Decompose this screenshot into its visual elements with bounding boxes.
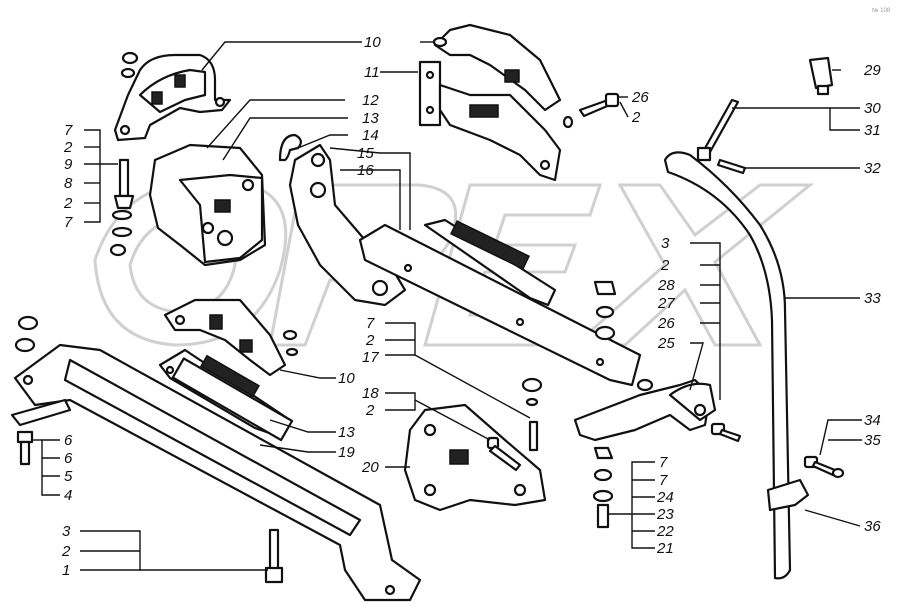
plate-part-20 — [403, 403, 547, 512]
callout-36: 36 — [864, 518, 881, 535]
callout-2e: 2 — [365, 332, 375, 349]
callout-2g: 2 — [61, 543, 71, 560]
nut-icon-2 — [432, 36, 448, 48]
callout-7c: 7 — [366, 315, 375, 332]
bolt-26-icon — [562, 92, 620, 129]
callout-15: 15 — [357, 145, 374, 162]
bolt-25-icon — [710, 422, 742, 443]
hook-part-14 — [278, 133, 302, 162]
bracket-part-11 — [418, 23, 562, 182]
callout-8: 8 — [64, 175, 73, 192]
callout-22: 22 — [656, 523, 674, 540]
bracket-part-10 — [113, 53, 232, 142]
callout-13b: 13 — [338, 424, 355, 441]
bolt-18-icon — [486, 420, 539, 472]
bolt-6-icon — [16, 430, 34, 466]
bolt-32-icon — [716, 158, 747, 175]
nut-icon — [121, 51, 139, 65]
callout-19: 19 — [338, 444, 355, 461]
lever-rod-33 — [663, 151, 810, 580]
callout-7d: 7 — [659, 454, 668, 471]
nut-icon-3 — [282, 329, 298, 341]
callout-2: 2 — [63, 139, 73, 156]
rail-part-19 — [10, 343, 422, 602]
callout-5: 5 — [64, 468, 73, 485]
nut-icon-4 — [17, 315, 39, 331]
callout-32: 32 — [864, 160, 881, 177]
callout-21: 21 — [656, 540, 674, 557]
bracket-part-10b — [163, 298, 287, 377]
callout-9: 9 — [64, 156, 73, 173]
callout-34: 34 — [864, 412, 881, 429]
washer-icon — [120, 67, 136, 79]
callout-2d: 2 — [660, 257, 670, 274]
callout-25: 25 — [657, 335, 675, 352]
washer-icon-2 — [285, 347, 299, 357]
bolt-1-icon — [264, 528, 284, 584]
callout-24: 24 — [656, 489, 674, 506]
bolt-34-icon — [803, 455, 845, 479]
callout-14: 14 — [362, 127, 379, 144]
callout-3: 3 — [661, 235, 670, 252]
callout-16: 16 — [357, 162, 374, 179]
callout-26b: 26 — [657, 315, 675, 332]
callout-17: 17 — [362, 349, 379, 366]
callout-7: 7 — [64, 122, 73, 139]
callout-7e: 7 — [659, 472, 668, 489]
callout-26: 26 — [631, 89, 649, 106]
callout-1: 1 — [62, 562, 70, 579]
callout-13: 13 — [362, 110, 379, 127]
lever-bracket-25 — [573, 378, 717, 442]
callout-18: 18 — [362, 385, 379, 402]
callout-29: 29 — [863, 62, 881, 79]
arm-part-15 — [288, 143, 407, 307]
pin-part-29 — [808, 56, 834, 96]
callout-31: 31 — [864, 122, 881, 139]
rail-part-16 — [358, 218, 642, 387]
callout-10b: 10 — [338, 370, 355, 387]
callout-11: 11 — [364, 64, 380, 81]
bolt-21-icon — [592, 446, 614, 529]
callout-12: 12 — [362, 92, 379, 109]
callout-28: 28 — [657, 277, 675, 294]
callout-7b: 7 — [64, 214, 73, 231]
callout-27: 27 — [657, 295, 675, 312]
callout-33: 33 — [864, 290, 881, 307]
callout-4: 4 — [64, 487, 72, 504]
callout-numbers: 10 11 12 13 14 15 16 7 2 9 8 2 7 29 26 2… — [61, 34, 881, 579]
callout-6: 6 — [64, 432, 73, 449]
callout-3b: 3 — [62, 523, 71, 540]
callout-2f: 2 — [365, 402, 375, 419]
washers-stack-icon — [521, 280, 617, 407]
callout-2c: 2 — [631, 109, 641, 126]
callout-2b: 2 — [63, 195, 73, 212]
callout-20: 20 — [361, 459, 379, 476]
callout-35: 35 — [864, 432, 881, 449]
leader-lines — [32, 41, 862, 571]
callout-23: 23 — [656, 506, 674, 523]
nut-icon-5 — [636, 378, 654, 392]
mount-block-12 — [148, 143, 267, 267]
handle-part-30 — [696, 98, 740, 162]
bolt-9-icon — [109, 158, 135, 257]
callout-10: 10 — [364, 34, 381, 51]
callout-30: 30 — [864, 100, 881, 117]
corner-mark: № 108 — [872, 7, 891, 14]
washer-icon-3 — [14, 337, 36, 353]
callout-6b: 6 — [64, 450, 73, 467]
